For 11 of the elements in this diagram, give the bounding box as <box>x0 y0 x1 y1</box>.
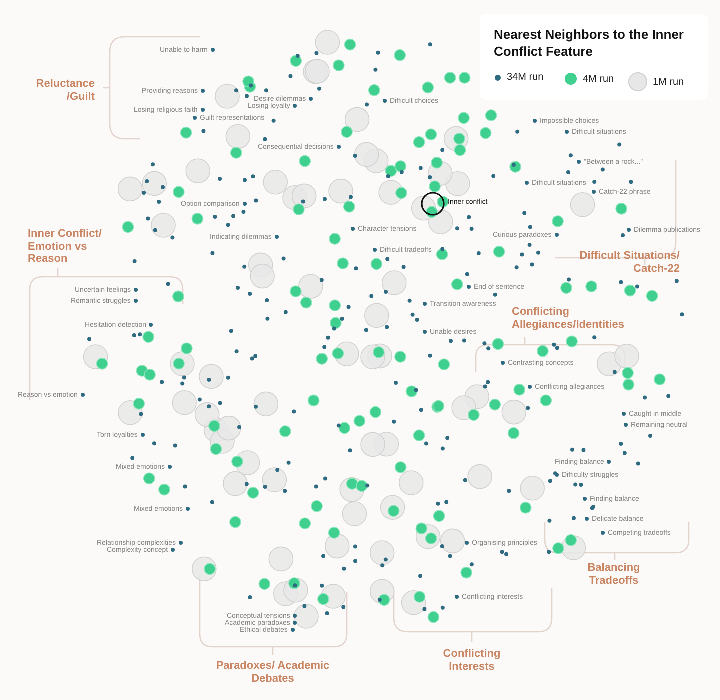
cluster-heading: Paradoxes/ Academic Debates <box>215 660 331 685</box>
legend-label: 4M run <box>583 74 614 84</box>
cluster-heading: Reluctance /Guilt <box>35 78 95 103</box>
chart-title: Nearest Neighbors to the Inner Conflict Feature <box>494 26 684 60</box>
cluster-heading: Inner Conflict/ Emotion vs Reason <box>28 228 103 266</box>
cluster-heading: Difficult Situations/ Catch-22 <box>578 250 680 275</box>
cluster-heading: Conflicting Allegiances/Identities <box>512 306 626 331</box>
legend-label: 34M run <box>507 72 544 83</box>
cluster-heading: Conflicting Interests <box>442 648 502 673</box>
legend-label: 1M run <box>653 76 684 88</box>
cluster-heading: Balancing Tradeoffs <box>586 562 642 587</box>
